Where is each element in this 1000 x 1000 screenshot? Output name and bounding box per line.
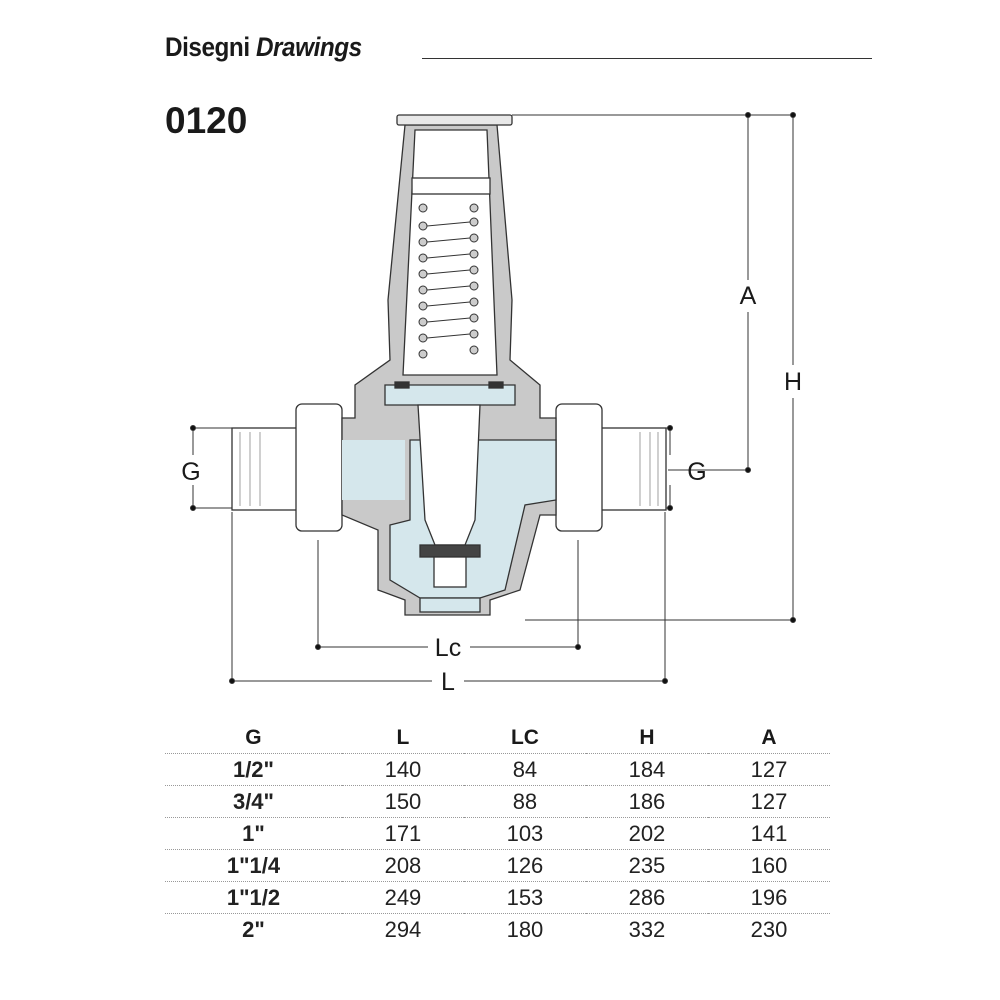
dimension-lines bbox=[190, 112, 796, 684]
cell-l: 208 bbox=[341, 849, 464, 882]
cell-g: 1" bbox=[165, 817, 342, 850]
dim-label-g-right: G bbox=[687, 458, 706, 486]
dim-label-lc: Lc bbox=[435, 634, 461, 662]
left-union-nut bbox=[295, 403, 343, 532]
cell-g: 3/4" bbox=[165, 785, 342, 818]
cell-lc: 153 bbox=[463, 881, 586, 914]
cell-a: 141 bbox=[707, 817, 830, 850]
table-row: 2" 294 180 332 230 bbox=[165, 914, 830, 946]
dim-label-g-left: G bbox=[181, 458, 200, 486]
adjustment-cap bbox=[396, 114, 513, 126]
table-header-row: G L LC H A bbox=[165, 722, 830, 754]
cell-lc: 126 bbox=[463, 849, 586, 882]
right-union-nut bbox=[555, 403, 603, 532]
dim-label-h: H bbox=[784, 368, 802, 396]
right-thread-end bbox=[599, 427, 667, 511]
cell-lc: 88 bbox=[463, 785, 586, 818]
left-thread-end bbox=[231, 427, 299, 511]
cell-a: 196 bbox=[707, 881, 830, 914]
col-a: A bbox=[707, 722, 830, 754]
cell-g: 2" bbox=[242, 916, 265, 942]
col-l: L bbox=[341, 722, 464, 754]
cell-h: 235 bbox=[585, 849, 708, 882]
cell-a: 127 bbox=[707, 753, 830, 786]
title-english: Drawings bbox=[255, 32, 362, 62]
col-g: G bbox=[165, 722, 342, 754]
cell-a: 160 bbox=[707, 849, 830, 882]
cell-g: 1"1/2 bbox=[165, 881, 342, 914]
cell-lc: 103 bbox=[463, 817, 586, 850]
cell-lc: 180 bbox=[506, 916, 544, 942]
title-italian: Disegni bbox=[165, 32, 250, 62]
cell-h: 332 bbox=[628, 916, 666, 942]
valve-cross-section bbox=[231, 114, 667, 616]
valve-stem bbox=[417, 404, 481, 546]
col-lc: LC bbox=[463, 722, 586, 754]
valve-seal bbox=[419, 544, 481, 558]
cell-a: 230 bbox=[750, 916, 788, 942]
cell-h: 286 bbox=[585, 881, 708, 914]
product-code: 0120 bbox=[165, 100, 248, 141]
cell-h: 184 bbox=[585, 753, 708, 786]
cell-h: 202 bbox=[585, 817, 708, 850]
cell-g: 1"1/4 bbox=[165, 849, 342, 882]
cell-l: 150 bbox=[341, 785, 464, 818]
title-rule bbox=[422, 58, 872, 59]
cell-l: 294 bbox=[384, 916, 422, 942]
cell-l: 171 bbox=[341, 817, 464, 850]
spring bbox=[418, 203, 479, 359]
cell-l: 249 bbox=[341, 881, 464, 914]
cell-h: 186 bbox=[585, 785, 708, 818]
col-h: H bbox=[585, 722, 708, 754]
dim-label-a: A bbox=[740, 282, 757, 310]
cell-lc: 84 bbox=[463, 753, 586, 786]
cell-g: 1/2" bbox=[165, 753, 342, 786]
cell-a: 127 bbox=[707, 785, 830, 818]
page-title: Disegni Drawings bbox=[165, 32, 362, 63]
dim-label-l: L bbox=[441, 668, 455, 696]
cell-l: 140 bbox=[341, 753, 464, 786]
